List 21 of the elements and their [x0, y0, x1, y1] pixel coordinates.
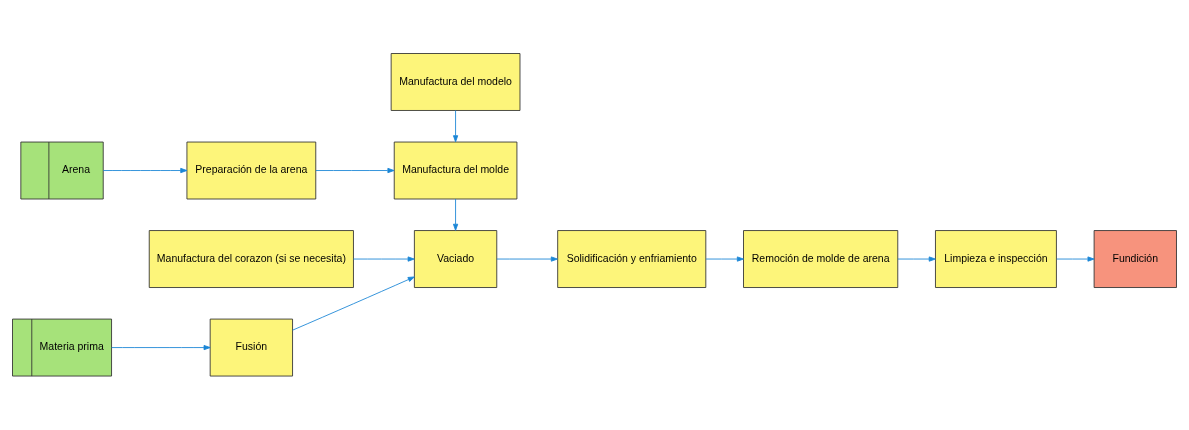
- node-box: Fusión: [209, 318, 293, 377]
- arrow: [102, 167, 188, 174]
- node-box: Manufactura del modelo: [390, 53, 521, 111]
- node-box: Manufactura del molde: [393, 141, 518, 200]
- node-box: Vaciado: [413, 230, 498, 288]
- node-box: Solidificación y enfriamiento: [557, 230, 707, 288]
- node-box: Fundición: [1093, 230, 1177, 288]
- arrow: [705, 256, 744, 262]
- arrow: [111, 345, 211, 351]
- arrow: [1056, 256, 1095, 262]
- node-box: Remoción de molde de arena: [743, 230, 899, 288]
- arrow: [315, 167, 395, 174]
- node-box: Manufactura del corazon (si se necesita): [148, 230, 354, 288]
- arrow: [292, 276, 415, 331]
- arrow: [453, 110, 459, 143]
- node-box: Preparación de la arena: [186, 141, 317, 200]
- node-box: Limpieza e inspección: [935, 230, 1057, 288]
- arrow: [897, 256, 936, 262]
- arrow: [496, 256, 558, 262]
- arrow: [353, 256, 415, 262]
- arrow: [453, 198, 459, 231]
